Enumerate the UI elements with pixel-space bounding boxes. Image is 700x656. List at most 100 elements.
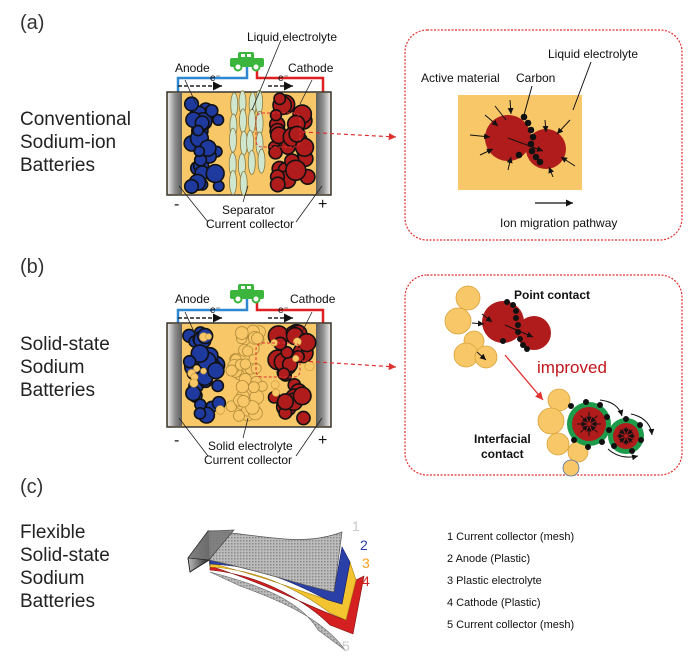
solid-electrolyte-particle bbox=[235, 380, 249, 394]
panel-c-title-line: Solid-state bbox=[20, 545, 110, 566]
ion-arrow bbox=[479, 148, 494, 156]
cathode-particle bbox=[269, 176, 286, 193]
solid-electrolyte-particle bbox=[233, 409, 245, 422]
carbon-particle bbox=[611, 443, 617, 449]
ion-arrow bbox=[507, 99, 514, 115]
anode-particle bbox=[185, 385, 202, 402]
solid-electrolyte-particle bbox=[200, 367, 207, 375]
carbon-particle bbox=[520, 342, 526, 348]
cathode-label: Cathode bbox=[290, 292, 336, 306]
solid-electrolyte-particle bbox=[205, 333, 212, 340]
ion-migration-pathway-label: Ion migration pathway bbox=[500, 216, 618, 230]
panel-a-title-line: Sodium-ion bbox=[20, 132, 117, 153]
separator-fiber bbox=[247, 149, 256, 175]
current-collector-negative bbox=[168, 93, 182, 194]
carbon-particle bbox=[529, 133, 537, 141]
anode-particle bbox=[190, 344, 210, 363]
car-icon bbox=[230, 52, 264, 72]
layer-number-4: 4 bbox=[362, 573, 370, 589]
panel-c-title-line: Flexible bbox=[20, 522, 86, 543]
legend-item: 1 Current collector (mesh) bbox=[447, 531, 575, 543]
cathode-particle bbox=[292, 386, 312, 406]
solid-electrolyte-particle bbox=[215, 405, 225, 415]
carbon-particle bbox=[524, 119, 532, 127]
solid-electrolyte-particle bbox=[304, 361, 315, 372]
anode-label: Anode bbox=[175, 292, 210, 306]
solid-electrolyte-particle bbox=[251, 332, 264, 345]
ion-arrow bbox=[506, 156, 513, 171]
callout-arrow bbox=[301, 131, 397, 141]
legend-item: 5 Current collector (mesh) bbox=[447, 619, 575, 631]
negative-terminal-sign: - bbox=[174, 432, 180, 449]
interfacial-contact-cluster bbox=[537, 388, 655, 477]
current-collector-label: Current collector bbox=[206, 217, 295, 231]
anode-particle bbox=[193, 145, 206, 158]
interfacial-contact-line: contact bbox=[481, 447, 524, 461]
separator-fiber bbox=[239, 171, 248, 196]
cathode-particle bbox=[273, 92, 287, 106]
carbon-particle bbox=[604, 414, 610, 420]
anode-particle bbox=[183, 96, 200, 112]
carbon-particle bbox=[520, 113, 528, 121]
positive-terminal-sign: + bbox=[318, 196, 328, 213]
panel-c-title: Flexible Solid-state Sodium Batteries bbox=[20, 521, 110, 613]
carbon-label: Carbon bbox=[516, 71, 556, 85]
layer-number-2: 2 bbox=[360, 537, 368, 553]
zoom-region-box bbox=[255, 112, 301, 148]
solid-electrolyte-label: Solid electrolyte bbox=[208, 439, 293, 453]
electron-label: e⁻ bbox=[278, 73, 289, 84]
carbon-particle bbox=[583, 399, 589, 405]
carbon-particle bbox=[527, 126, 535, 134]
carbon-particles bbox=[515, 113, 544, 166]
panel-b-title-line: Sodium bbox=[20, 357, 85, 378]
panel-a-label: (a) bbox=[20, 12, 45, 34]
panel-a-title-line: Batteries bbox=[20, 155, 95, 176]
cathode-particle bbox=[277, 367, 291, 381]
solid-electrolyte-particle bbox=[239, 358, 251, 370]
carbon-particle bbox=[515, 322, 521, 328]
active-material-label: Active material bbox=[421, 71, 500, 85]
solid-electrolyte-particle bbox=[293, 337, 302, 347]
carbon-particle bbox=[515, 151, 523, 159]
positive-wire bbox=[255, 298, 325, 323]
solid-electrolyte-particle bbox=[271, 388, 280, 397]
point-contact-label: Point contact bbox=[514, 288, 591, 302]
solid-electrolyte-particle bbox=[237, 395, 250, 408]
panel-c-title-line: Batteries bbox=[20, 591, 95, 612]
anode-particle bbox=[211, 379, 225, 393]
panel-c-label: (c) bbox=[20, 476, 44, 498]
layer-5-current-collector bbox=[209, 571, 346, 651]
ion-arrow bbox=[484, 114, 499, 127]
cathode-particles bbox=[267, 323, 317, 426]
cathode-particle bbox=[276, 393, 294, 411]
anode-particle bbox=[183, 178, 200, 194]
current-collector-positive bbox=[316, 93, 330, 194]
layer-number-5: 5 bbox=[342, 638, 350, 654]
anode-label: Anode bbox=[175, 61, 210, 75]
zoom-panel-b bbox=[404, 274, 683, 477]
carbon-particle bbox=[513, 308, 519, 314]
cathode-label: Cathode bbox=[288, 61, 334, 75]
carbon-particle bbox=[599, 439, 605, 445]
solid-electrolyte-particle bbox=[292, 355, 300, 363]
anode-particle bbox=[212, 113, 225, 127]
cell-a bbox=[166, 39, 397, 223]
carbon-particle bbox=[528, 147, 536, 155]
solid-electrolyte-particles bbox=[225, 324, 268, 422]
separator-fiber bbox=[248, 108, 256, 134]
carbon-particle bbox=[638, 437, 644, 443]
anode-particle bbox=[182, 354, 197, 369]
zoom-liquid-electrolyte-label: Liquid electrolyte bbox=[548, 47, 639, 61]
carbon-particle bbox=[517, 336, 523, 342]
carbon-particle bbox=[597, 402, 603, 408]
panel-b-title-line: Solid-state bbox=[20, 334, 110, 355]
carbon-particle bbox=[623, 416, 629, 422]
electron-label: e⁻ bbox=[210, 305, 221, 316]
carbon-particle bbox=[500, 338, 506, 344]
anode-particle bbox=[193, 407, 207, 420]
separator-fiber bbox=[230, 92, 239, 118]
carbon-particle bbox=[585, 444, 591, 450]
ion-arrow bbox=[548, 166, 555, 178]
ion-arrow bbox=[590, 415, 598, 423]
